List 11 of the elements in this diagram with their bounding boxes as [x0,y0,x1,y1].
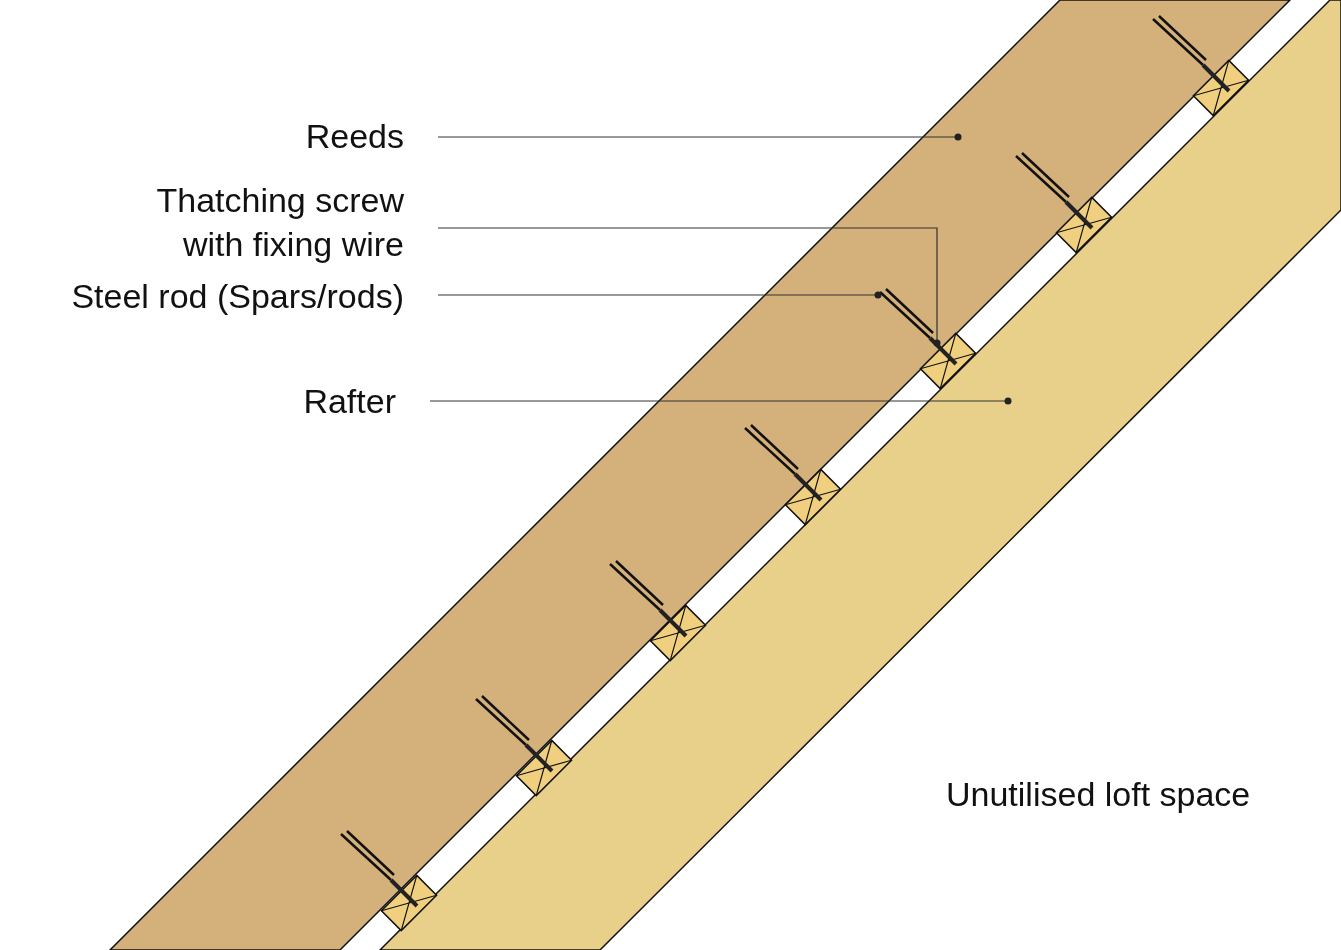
steel-rod [878,287,935,340]
callout-label: Steel rod (Spars/rods) [0,274,404,318]
callout-label: Reeds [104,114,404,158]
leader-line [437,133,962,141]
area-label: Unutilised loft space [946,774,1251,815]
callout-label: Rafter [96,379,396,423]
leader-line [437,227,941,347]
leader-line [429,397,1012,405]
leader-line [437,291,882,299]
callout-label: Thatching screw with fixing wire [119,178,404,266]
screw-icon [928,336,958,366]
